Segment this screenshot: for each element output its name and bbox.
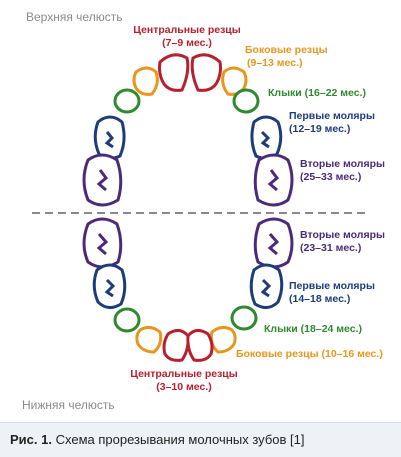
upper-jaw-label: Верхняя челюсть bbox=[26, 10, 123, 24]
lower-canines-label: Клыки (18–24 мес.) bbox=[264, 323, 363, 335]
lower-lateral-incisor-left bbox=[135, 325, 163, 354]
upper-second-molar-right-fissure bbox=[267, 169, 280, 192]
upper-first-molars-name: Первые моляры bbox=[289, 110, 375, 122]
lower-lateral-incisors-label: Боковые резцы (10–16 мес.) bbox=[236, 348, 383, 360]
upper-canine-right bbox=[232, 88, 260, 114]
lower-first-molar-left bbox=[92, 263, 127, 309]
lower-second-molar-left bbox=[82, 217, 123, 269]
upper-canine-left bbox=[113, 88, 141, 114]
lower-first-molars-label: Первые моляры (14–18 мес.) bbox=[289, 280, 375, 306]
upper-second-molars-age: (25–33 мес.) bbox=[300, 171, 362, 183]
dental-arch-diagram bbox=[32, 53, 370, 362]
lower-second-molars-age: (23–31 мес.) bbox=[300, 242, 362, 254]
lower-second-molar-left-fissure bbox=[96, 233, 109, 256]
upper-lateral-incisors-age: (9–13 мес.) bbox=[247, 57, 303, 69]
upper-second-molars-name: Вторые моляры bbox=[300, 158, 385, 170]
figure-caption-text: Схема прорезывания молочных зубов [1] bbox=[55, 432, 305, 447]
lower-first-molars-age: (14–18 мес.) bbox=[289, 293, 351, 305]
lower-central-incisors-label: Центральные резцы (3–10 мес.) bbox=[124, 368, 244, 394]
upper-first-molars-age: (12–19 мес.) bbox=[289, 123, 351, 135]
lower-second-molars-name: Вторые моляры bbox=[300, 229, 385, 241]
upper-first-molars-label: Первые моляры (12–19 мес.) bbox=[289, 110, 375, 136]
lower-lateral-incisor-right bbox=[209, 325, 237, 354]
upper-central-incisors-age: (7–9 мес.) bbox=[162, 37, 212, 49]
upper-lateral-incisor-left bbox=[132, 66, 159, 96]
upper-first-molar-left-fissure bbox=[104, 131, 115, 149]
upper-second-molars-label: Вторые моляры (25–33 мес.) bbox=[300, 158, 385, 184]
upper-first-molar-left bbox=[93, 115, 126, 161]
lower-second-molar-right-fissure bbox=[267, 233, 280, 256]
upper-central-incisors-label: Центральные резцы (7–9 мес.) bbox=[132, 24, 242, 50]
figure-caption-bar: Рис. 1. Схема прорезывания молочных зубо… bbox=[0, 422, 401, 457]
lower-central-incisor-left bbox=[162, 329, 190, 362]
lower-central-incisors-name: Центральные резцы bbox=[130, 368, 238, 380]
upper-second-molar-left-fissure bbox=[96, 169, 109, 192]
lower-jaw-label: Нижняя челюсть bbox=[22, 398, 115, 412]
lower-first-molar-right bbox=[249, 263, 284, 309]
upper-central-incisors-name: Центральные резцы bbox=[133, 24, 241, 36]
lower-first-molar-right-fissure bbox=[260, 278, 272, 298]
upper-canines-label: Клыки (16–22 мес.) bbox=[268, 87, 367, 99]
upper-central-incisor-right bbox=[190, 53, 222, 92]
lower-first-molars-name: Первые моляры bbox=[289, 280, 375, 292]
upper-first-molar-right-fissure bbox=[260, 130, 271, 149]
lower-central-incisor-right bbox=[186, 329, 214, 362]
figure-caption-prefix: Рис. 1. bbox=[10, 432, 52, 447]
lower-central-incisors-age: (3–10 мес.) bbox=[156, 381, 212, 393]
lower-canine-right bbox=[230, 305, 258, 331]
lower-second-molars-label: Вторые моляры (23–31 мес.) bbox=[300, 229, 385, 255]
lower-canine-left bbox=[113, 307, 141, 333]
figure-caption: Рис. 1. Схема прорезывания молочных зубо… bbox=[10, 432, 304, 447]
upper-lateral-incisors-label: Боковые резцы (9–13 мес.) bbox=[245, 44, 328, 70]
upper-central-incisor-left bbox=[158, 53, 190, 92]
upper-lateral-incisor-right bbox=[221, 66, 248, 96]
lower-first-molar-left-fissure bbox=[104, 278, 116, 298]
upper-lateral-incisors-name: Боковые резцы bbox=[245, 44, 328, 56]
diagram-panel: Верхняя челюсть Нижняя челюсть Центральн… bbox=[22, 10, 385, 412]
